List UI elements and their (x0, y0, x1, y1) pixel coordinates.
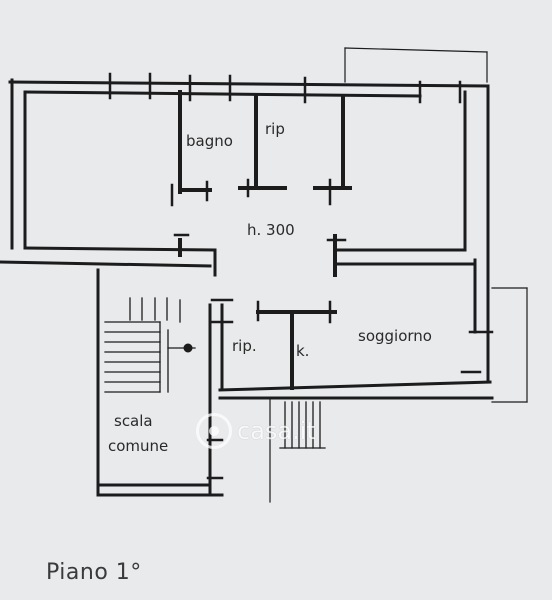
room-label-rip-left: rip. (232, 337, 257, 355)
watermark-text: casa.it (237, 417, 316, 445)
room-label-rip-top: rip (265, 120, 285, 138)
exterior-walls (0, 78, 494, 497)
casa-logo-icon (196, 413, 232, 449)
dimension-lines (269, 47, 528, 503)
room-label-comune: comune (108, 437, 169, 455)
room-label-soggiorno: soggiorno (358, 327, 432, 345)
room-label-scala: scala (114, 412, 153, 430)
watermark: casa.it (196, 413, 316, 449)
room-label-bagno: bagno (186, 132, 233, 150)
room-label-kitchen: k. (296, 342, 310, 360)
stair-direction-marker (183, 343, 193, 353)
wall-ticks (108, 72, 494, 480)
staircase (104, 297, 326, 449)
ceiling-height-label: h. 300 (247, 221, 295, 239)
floor-label: Piano 1° (46, 560, 142, 585)
